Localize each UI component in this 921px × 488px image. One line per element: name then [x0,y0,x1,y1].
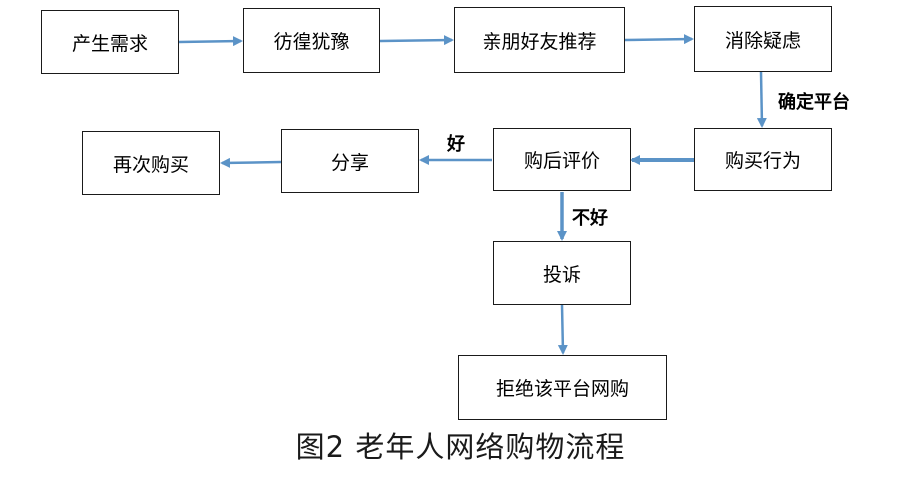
edge-label-confirm-platform: 确定平台 [778,92,850,113]
edge-label-good: 好 [447,134,465,155]
edge-label-bad: 不好 [572,208,608,229]
arrow-hesitate-to-recommend [379,35,454,46]
node-recommend: 亲朋好友推荐 [454,7,625,73]
figure-caption: 图2 老年人网络购物流程 [295,430,626,464]
node-hesitate-label: 彷徨犹豫 [273,31,350,53]
arrow-share-to-rebuy [220,157,282,168]
arrow-need-to-hesitate [178,36,243,47]
node-complain: 投诉 [493,241,631,305]
node-review-label: 购后评价 [523,150,600,172]
node-dispel: 消除疑虑 [694,6,832,72]
node-rebuy: 再次购买 [82,131,220,195]
arrow-dispel-to-buy [756,71,767,128]
node-need: 产生需求 [41,10,179,74]
node-complain-label: 投诉 [542,263,581,286]
node-reject-label: 拒绝该平台网购 [495,378,629,400]
node-dispel-label: 消除疑虑 [724,29,801,52]
arrow-complain-to-reject [557,304,568,355]
node-hesitate: 彷徨犹豫 [243,8,380,73]
node-buy: 购买行为 [694,128,832,191]
node-recommend-label: 亲朋好友推荐 [482,30,597,53]
node-buy-label: 购买行为 [724,150,801,172]
node-rebuy-label: 再次购买 [112,153,189,176]
node-need-label: 产生需求 [71,32,148,55]
arrow-recommend-to-dispel [624,34,694,45]
node-share: 分享 [281,129,419,193]
node-review: 购后评价 [493,128,631,191]
node-reject: 拒绝该平台网购 [458,355,667,420]
node-share-label: 分享 [330,151,369,174]
